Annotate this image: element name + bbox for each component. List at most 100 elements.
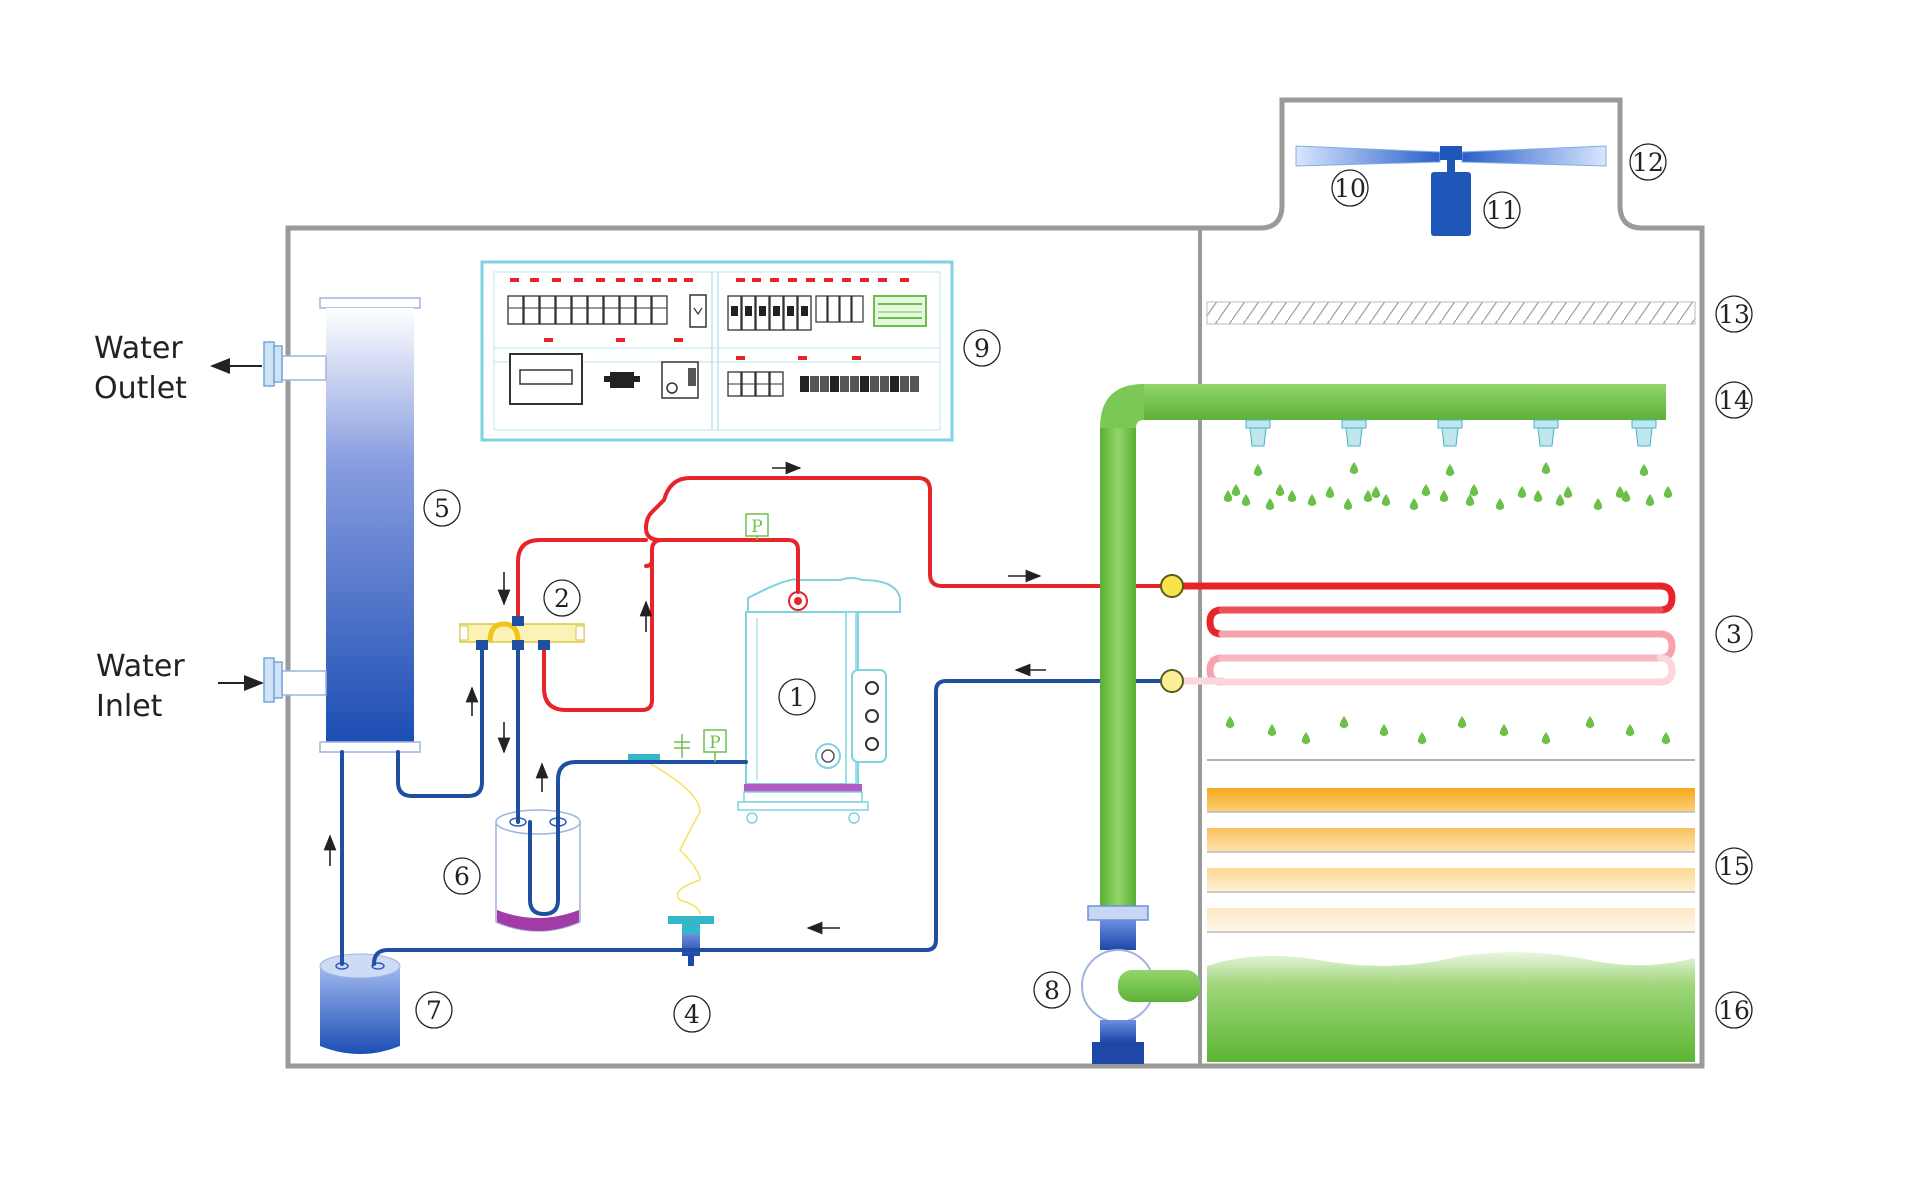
water-droplet xyxy=(1349,462,1359,474)
terminal-block xyxy=(880,376,889,392)
callout-3-number: 3 xyxy=(1726,620,1742,649)
water-droplet xyxy=(1445,464,1455,476)
water-droplet xyxy=(1241,494,1251,506)
callout-5: 5 xyxy=(423,489,461,527)
coil-outlet-header xyxy=(1160,669,1184,693)
panel-led xyxy=(674,338,683,342)
water-droplet xyxy=(1469,484,1479,496)
callout-14: 14 xyxy=(1715,381,1753,419)
callout-4-number: 4 xyxy=(684,1000,700,1029)
callout-12: 12 xyxy=(1629,143,1667,181)
panel-led xyxy=(860,278,869,282)
panel-breakers xyxy=(507,295,919,397)
callout-9: 9 xyxy=(963,329,1001,367)
water-droplet xyxy=(1301,732,1311,744)
water-droplet xyxy=(1639,464,1649,476)
water-droplet xyxy=(1339,716,1349,728)
panel-led xyxy=(616,338,625,342)
water-droplet xyxy=(1439,490,1449,502)
water-droplet xyxy=(1267,724,1277,736)
unit-housing xyxy=(285,97,1705,1069)
compressor xyxy=(737,577,901,824)
nozzle-cap xyxy=(1533,419,1559,429)
panel-led xyxy=(652,278,661,282)
pressure-switch-low: P xyxy=(703,729,727,762)
water-droplets-upper xyxy=(1223,462,1673,510)
panel-led xyxy=(684,278,693,282)
callout-8-number: 8 xyxy=(1044,976,1060,1005)
terminal-block xyxy=(900,376,909,392)
breaker xyxy=(571,295,588,325)
water-droplet xyxy=(1275,484,1285,496)
breaker xyxy=(587,295,604,325)
water-droplet xyxy=(1325,486,1335,498)
breaker xyxy=(851,295,864,323)
fan-shaft xyxy=(1447,160,1455,172)
sight-glass xyxy=(628,754,660,762)
evaporative-coil xyxy=(1164,582,1676,686)
nozzle-cap xyxy=(1245,419,1271,429)
flow-arrows xyxy=(323,461,1046,935)
callout-14-number: 14 xyxy=(1718,386,1750,415)
water-droplet xyxy=(1645,494,1655,506)
water-inlet-label-line2: Inlet xyxy=(96,689,163,724)
water-droplet xyxy=(1625,724,1635,736)
water-droplet xyxy=(1495,498,1505,510)
terminal-block xyxy=(860,376,869,392)
component-callouts: 1 2 3 4 5 6 7 8 9 10 11 12 13 14 15 16 xyxy=(415,143,1753,1033)
panel-led xyxy=(574,278,583,282)
water-droplet xyxy=(1381,494,1391,506)
fan-motor xyxy=(1431,172,1471,236)
fan-blade-right xyxy=(1461,145,1607,167)
water-droplet xyxy=(1615,486,1625,498)
panel-led xyxy=(544,338,553,342)
pressure-switch-high: P xyxy=(745,513,769,540)
panel-led xyxy=(900,278,909,282)
refrigerant-lines xyxy=(340,476,1170,966)
terminal-block xyxy=(910,376,919,392)
water-outlet-label-line1: Water xyxy=(94,331,183,366)
fan-blade-left xyxy=(1295,145,1441,167)
callout-8: 8 xyxy=(1033,971,1071,1009)
fill-media xyxy=(1207,788,1695,933)
water-basin xyxy=(1207,952,1695,1062)
water-droplet xyxy=(1457,716,1467,728)
nozzle-body xyxy=(1249,427,1267,447)
panel-led xyxy=(510,278,519,282)
water-droplet xyxy=(1307,494,1317,506)
breaker-toggle xyxy=(773,306,780,316)
water-droplet xyxy=(1421,484,1431,496)
panel-led xyxy=(552,278,561,282)
nozzle-body xyxy=(1441,427,1459,447)
callout-2-number: 2 xyxy=(554,584,570,613)
nozzle-cap xyxy=(1437,419,1463,429)
water-inlet-label-line1: Water xyxy=(96,649,185,684)
panel-led xyxy=(824,278,833,282)
water-droplet xyxy=(1499,724,1509,736)
terminal-block xyxy=(800,376,809,392)
water-droplet xyxy=(1517,486,1527,498)
callout-11-number: 11 xyxy=(1486,196,1518,225)
panel-led xyxy=(530,278,539,282)
callout-10: 10 xyxy=(1331,169,1369,207)
panel-led xyxy=(616,278,625,282)
callout-15: 15 xyxy=(1715,847,1753,885)
callout-2: 2 xyxy=(543,579,581,617)
panel-led xyxy=(668,278,677,282)
water-droplet xyxy=(1661,732,1671,744)
terminal-block xyxy=(850,376,859,392)
water-droplet xyxy=(1555,494,1565,506)
terminal-block xyxy=(810,376,819,392)
spray-water-pipe xyxy=(1100,384,1666,906)
coil-inlet-header xyxy=(1160,574,1184,598)
terminal-block xyxy=(890,376,899,392)
water-outlet-label-line2: Outlet xyxy=(94,371,187,406)
panel-led xyxy=(736,356,745,360)
terminal-block xyxy=(840,376,849,392)
breaker-toggle xyxy=(731,306,738,316)
panel-led xyxy=(752,278,761,282)
panel-led xyxy=(878,278,887,282)
breaker xyxy=(827,295,840,323)
